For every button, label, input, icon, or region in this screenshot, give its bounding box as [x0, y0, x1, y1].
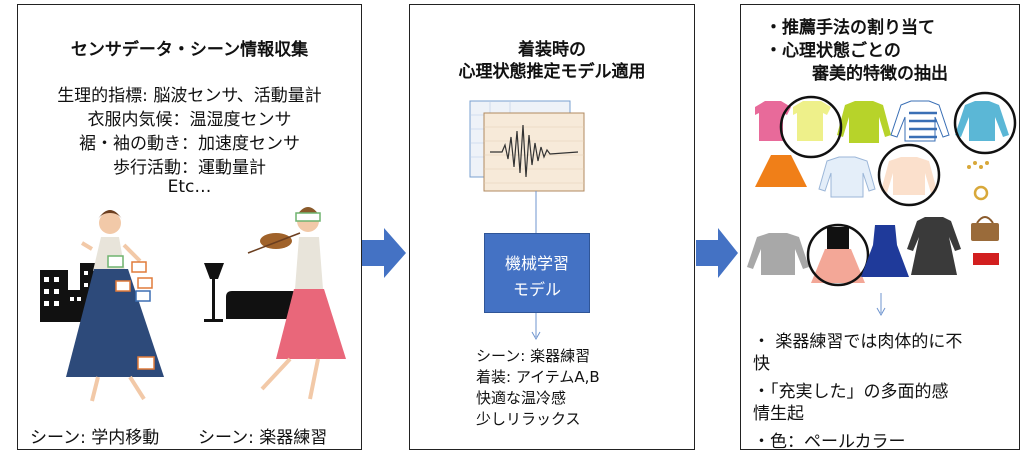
finding-line: ・「充実した」の多面的感	[753, 382, 949, 402]
sensor-line: Etc…	[167, 177, 212, 197]
ml-model-box: 機械学習 モデル	[484, 233, 590, 313]
dress-pink-black-icon	[811, 227, 865, 283]
living-room-icon	[204, 263, 298, 322]
highlight-circle	[806, 223, 870, 287]
highlight-circle	[779, 95, 843, 159]
eeg-waveform-icon	[469, 100, 585, 192]
wallet-icon	[973, 253, 999, 265]
clothing-items-illustration	[747, 91, 1017, 317]
scene-label-instrument: シーン: 楽器練習	[198, 428, 328, 448]
dress-navy-icon	[861, 225, 909, 277]
panel2-title-line1: 着装時の	[518, 40, 586, 60]
model-illustration	[469, 100, 585, 341]
estimation-result-line: 少しリラックス	[476, 410, 581, 428]
ring-icon	[973, 185, 989, 201]
panel3-header-line3: 審美的特徴の抽出	[812, 64, 948, 84]
finding-line: ・色：ペールカラー	[753, 432, 906, 452]
ml-model-label-line1: 機械学習	[504, 254, 569, 273]
walking-woman-figure	[66, 210, 164, 402]
finding-line: 情生起	[753, 404, 804, 424]
panel2-title-line2: 心理状態推定モデル適用	[458, 62, 646, 82]
tshirt-pink-icon	[755, 101, 791, 141]
highlight-circle	[877, 143, 941, 207]
sensor-line: 衣服内気候：温湿度センサ	[87, 110, 292, 130]
necklace-icon	[967, 161, 989, 169]
model-panel: 着装時の 心理状態推定モデル適用 機械学習 モデル シーン: 楽器練習 着装: …	[409, 4, 695, 450]
sensor-line: 生理的指標: 脳波センサ、活動量計	[57, 86, 322, 106]
longsleeve-lime-icon	[837, 101, 891, 143]
sensor-data-panel: センサデータ・シーン情報収集 生理的指標: 脳波センサ、活動量計 衣服内気候：温…	[17, 4, 362, 450]
handbag-icon	[971, 216, 999, 241]
ml-model-label-line2: モデル	[512, 280, 561, 299]
panel1-title: センサデータ・シーン情報収集	[70, 40, 309, 60]
tshirt-yellow-icon	[793, 101, 831, 141]
violin-woman-figure	[247, 207, 346, 400]
flow-arrow-right-icon	[696, 228, 738, 278]
flow-arrow-right-icon	[362, 228, 406, 278]
dress-black-icon	[907, 217, 961, 275]
estimation-result-line: 着装: アイテムA,B	[476, 368, 600, 386]
longsleeve-teal-icon	[955, 101, 1009, 141]
sweater-striped-icon	[890, 100, 950, 142]
scene-illustration	[40, 207, 346, 402]
blouse-peach-icon	[881, 157, 937, 195]
highlight-circle	[953, 91, 1017, 155]
finding-line: ・ 楽器練習では肉体的に不	[753, 332, 963, 352]
estimation-result-line: 快適な温冷感	[476, 389, 567, 407]
estimation-result-line: シーン: 楽器練習	[476, 347, 591, 365]
sweater-gray-icon	[747, 233, 809, 275]
finding-line: 快	[753, 354, 770, 374]
skirt-orange-icon	[755, 155, 807, 187]
panel3-header-line1: ・推薦手法の割り当て	[765, 18, 935, 38]
sensor-line: 裾・袖の動き：加速度センサ	[79, 134, 300, 154]
panel3-header-line2: ・心理状態ごとの	[765, 41, 901, 61]
sensor-line: 歩行活動：運動量計	[113, 158, 266, 178]
scene-label-campus: シーン: 学内移動	[30, 428, 160, 448]
shirt-lightblue-icon	[818, 156, 876, 198]
recommendation-panel: ・推薦手法の割り当て ・心理状態ごとの 審美的特徴の抽出 ・ 楽器練習では肉体的…	[740, 4, 1020, 452]
